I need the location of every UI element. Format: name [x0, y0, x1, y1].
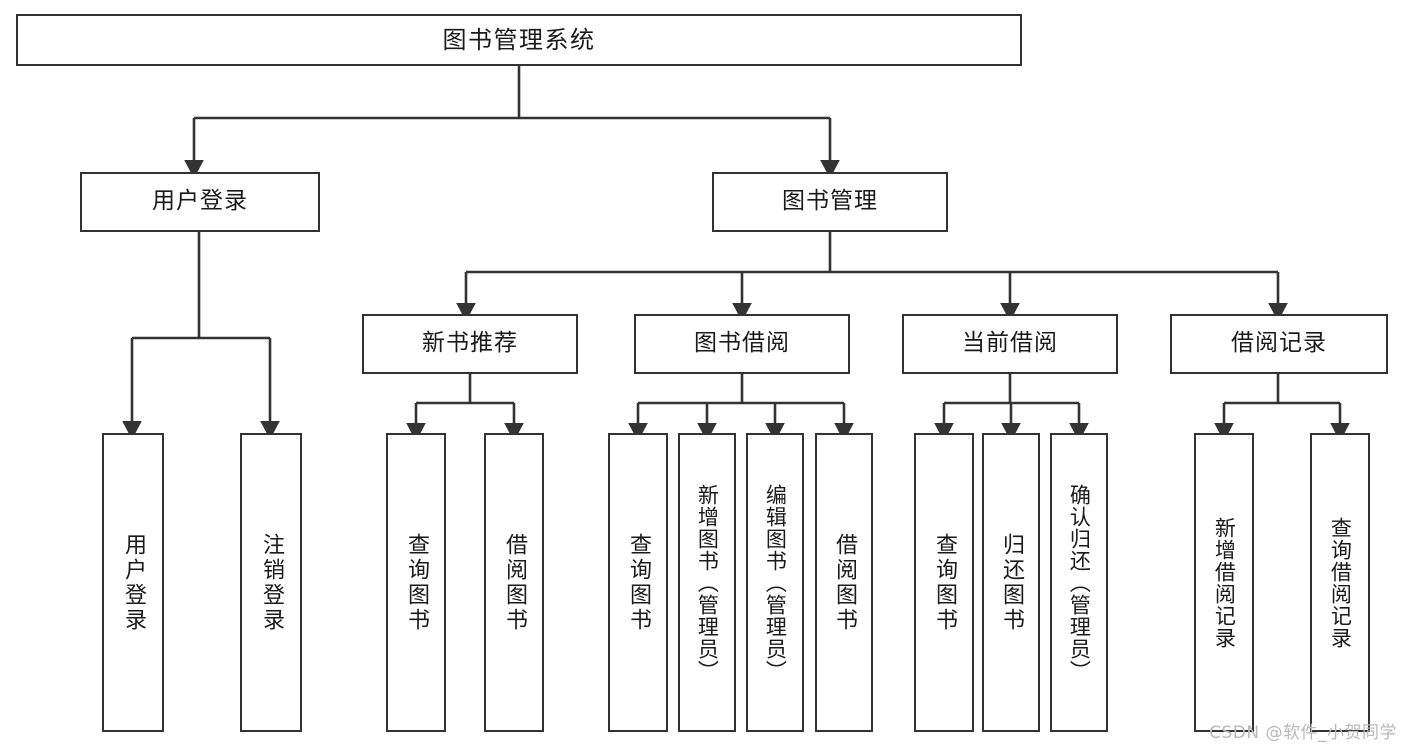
node-book-management[interactable]: 图书管理: [712, 172, 948, 232]
leaf-record-add-record[interactable]: 新增借阅记录: [1194, 433, 1254, 732]
leaf-borrow-query-book[interactable]: 查询图书: [608, 433, 668, 732]
leaf-record-query-record[interactable]: 查询借阅记录: [1310, 433, 1370, 732]
leaf-current-confirm-return-admin[interactable]: 确认归还（管理员）: [1050, 433, 1108, 732]
node-user-login[interactable]: 用户登录: [80, 172, 320, 232]
leaf-current-query-book[interactable]: 查询图书: [914, 433, 974, 732]
node-new-book-recommend[interactable]: 新书推荐: [362, 314, 578, 374]
leaf-current-return-book[interactable]: 归还图书: [982, 433, 1040, 732]
watermark-text: CSDN @软件_小贺同学: [1209, 723, 1397, 743]
leaf-borrow-add-book-admin[interactable]: 新增图书（管理员）: [678, 433, 736, 732]
node-book-borrow[interactable]: 图书借阅: [634, 314, 850, 374]
node-root-system[interactable]: 图书管理系统: [16, 14, 1022, 66]
node-current-borrow[interactable]: 当前借阅: [902, 314, 1118, 374]
leaf-borrow-edit-book-admin[interactable]: 编辑图书（管理员）: [746, 433, 804, 732]
leaf-user-login-logout[interactable]: 注销登录: [240, 433, 302, 732]
leaf-borrow-borrow-book[interactable]: 借阅图书: [815, 433, 873, 732]
leaf-new-book-query[interactable]: 查询图书: [386, 433, 446, 732]
node-borrow-record[interactable]: 借阅记录: [1170, 314, 1388, 374]
leaf-user-login-login[interactable]: 用户登录: [102, 433, 164, 732]
leaf-new-book-borrow[interactable]: 借阅图书: [484, 433, 544, 732]
